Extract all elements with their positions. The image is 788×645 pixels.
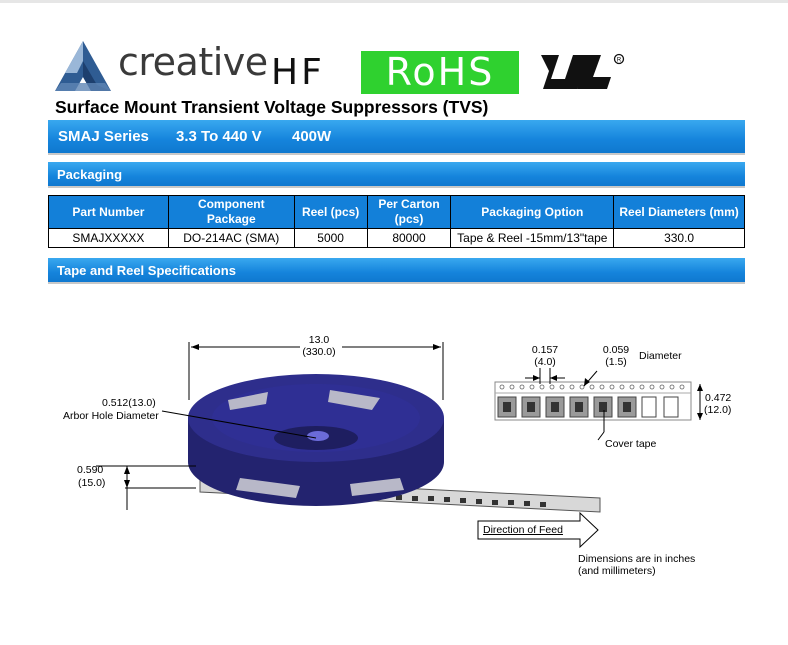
reel-thickness-mm: (15.0) (78, 477, 106, 489)
arbor-hole-label: Arbor Hole Diameter (63, 410, 159, 422)
table-cell: 330.0 (613, 228, 745, 248)
table-row: SMAJXXXXX DO-214AC (SMA) 5000 80000 Tape… (48, 228, 745, 248)
document-title: Surface Mount Transient Voltage Suppress… (55, 97, 489, 117)
reel-icon (188, 374, 444, 506)
diameter-label: Diameter (639, 350, 682, 362)
svg-text:R: R (617, 58, 622, 64)
tape-reel-section-bar: Tape and Reel Specifications (48, 258, 745, 282)
pitch-mm: (4.0) (534, 356, 556, 368)
packaging-table: Part Number Component Package Reel (pcs)… (48, 195, 745, 248)
hf-mark: HF (271, 52, 325, 93)
table-header-cell: Reel (pcs) (293, 195, 368, 229)
dimensions-note-line2: (and millimeters) (578, 565, 656, 577)
ul-recognized-icon: R (541, 53, 625, 89)
series-voltage: 3.3 To 440 V (176, 128, 262, 145)
reel-width-mm: (330.0) (302, 346, 336, 358)
series-bar: SMAJ Series 3.3 To 440 V 400W (48, 120, 745, 153)
pitch-in: 0.157 (531, 344, 559, 356)
reel-width-in: 13.0 (308, 334, 330, 346)
sprocket-hole-mm: (1.5) (605, 356, 627, 368)
tape-width-in: 0.472 (705, 392, 732, 404)
carrier-tape-detail-icon (494, 381, 692, 421)
reel-thickness-in: 0.590 (77, 464, 104, 476)
table-cell: SMAJXXXXX (48, 228, 169, 248)
series-name: SMAJ Series (58, 128, 149, 145)
creative-logo-icon (55, 41, 111, 91)
table-cell: 80000 (366, 228, 452, 248)
packaging-section-bar: Packaging (48, 162, 745, 186)
feed-direction-arrow-icon (477, 511, 599, 549)
rohs-badge: RoHS (361, 51, 519, 94)
tape-reel-heading: Tape and Reel Specifications (57, 263, 236, 278)
table-cell: Tape & Reel -15mm/13"tape (450, 228, 615, 248)
table-cell: DO-214AC (SMA) (167, 228, 295, 248)
table-header-cell: Per Carton (pcs) (366, 195, 452, 229)
table-header-cell: Component Package (167, 195, 295, 229)
dimensions-note-line1: Dimensions are in inches (578, 553, 696, 565)
logo-text: creative (118, 40, 268, 84)
table-cell: 5000 (293, 228, 368, 248)
table-header-cell: Packaging Option (450, 195, 615, 229)
sprocket-hole-in: 0.059 (602, 344, 630, 356)
direction-of-feed-label: Direction of Feed (483, 524, 563, 536)
series-power: 400W (292, 128, 332, 145)
arbor-hole-value: 0.512(13.0) (102, 397, 156, 409)
table-header-row: Part Number Component Package Reel (pcs)… (48, 195, 745, 229)
packaging-heading: Packaging (57, 167, 123, 182)
cover-tape-label: Cover tape (605, 438, 657, 450)
table-header-cell: Part Number (48, 195, 169, 229)
tape-width-mm: (12.0) (704, 404, 732, 416)
top-divider (0, 0, 788, 3)
